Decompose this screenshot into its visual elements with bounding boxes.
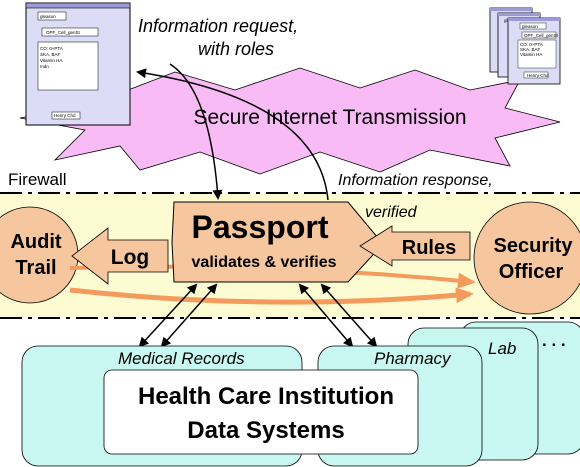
passport-title: Passport <box>192 209 329 245</box>
security-officer-line2: Officer <box>499 261 564 283</box>
log-label: Log <box>111 246 149 269</box>
client-screen-left: gleason OPF_Cell_genSt CO: 0+PTA SKA, BA… <box>25 2 131 126</box>
health-care-line1: Health Care Institution <box>138 383 394 410</box>
svg-text:mdn: mdn <box>40 64 49 69</box>
health-care-box <box>103 369 419 455</box>
info-response-line1: Information response, <box>338 172 493 189</box>
rules-label: Rules <box>402 237 456 259</box>
passport-box <box>171 201 384 283</box>
health-care-line2: Data Systems <box>187 417 344 444</box>
svg-text:OPF_Cell_genSt: OPF_Cell_genSt <box>46 30 81 35</box>
more-systems-label: . . . <box>542 331 566 350</box>
rules-arrow <box>359 225 471 267</box>
response-arrow <box>136 68 329 201</box>
log-arrow <box>71 227 169 285</box>
medical-records-label: Medical Records <box>118 349 245 368</box>
security-officer-circle <box>473 201 580 315</box>
svg-text:Vitamin HA: Vitamin HA <box>520 52 542 57</box>
client-screens-right: gleason gleason OPF_Cell_genSt CO: 0+PTA… <box>489 7 561 85</box>
lab-label: Lab <box>488 339 516 358</box>
info-request-line1: Information request, <box>138 16 298 36</box>
security-officer-line1: Security <box>494 235 574 257</box>
pharmacy-link-2 <box>320 283 378 348</box>
info-request-line2: with roles <box>198 39 274 59</box>
svg-text:CO: 0+PTA: CO: 0+PTA <box>40 46 63 51</box>
flow-arrow-lower <box>69 287 474 305</box>
secure-transmission-burst <box>19 67 561 175</box>
passport-subtitle: validates & verifies <box>192 254 337 271</box>
firewall-label: Firewall <box>8 170 67 189</box>
info-response-line2: verified <box>365 204 418 221</box>
svg-text:OPF_Cell_genSt: OPF_Cell_genSt <box>524 33 559 38</box>
svg-text:SKA, BAF: SKA, BAF <box>520 47 541 52</box>
audit-trail-line1: Audit <box>10 231 61 253</box>
pharmacy-label: Pharmacy <box>374 349 452 368</box>
svg-text:CO: 0+PTA: CO: 0+PTA <box>520 42 543 47</box>
svg-text:SKA, BAF: SKA, BAF <box>40 52 61 57</box>
request-arrow <box>169 63 223 200</box>
svg-text:Henry Chd: Henry Chd <box>527 73 549 78</box>
svg-text:Henry Chd: Henry Chd <box>54 113 76 118</box>
svg-text:Vitamin HA: Vitamin HA <box>40 58 62 63</box>
medical-records-link-2 <box>160 283 218 348</box>
audit-trail-line2: Trail <box>15 257 56 279</box>
svg-text:gleason: gleason <box>40 14 56 19</box>
secure-transmission-label: Secure Internet Transmission <box>193 106 466 129</box>
svg-text:gleason: gleason <box>522 24 538 29</box>
